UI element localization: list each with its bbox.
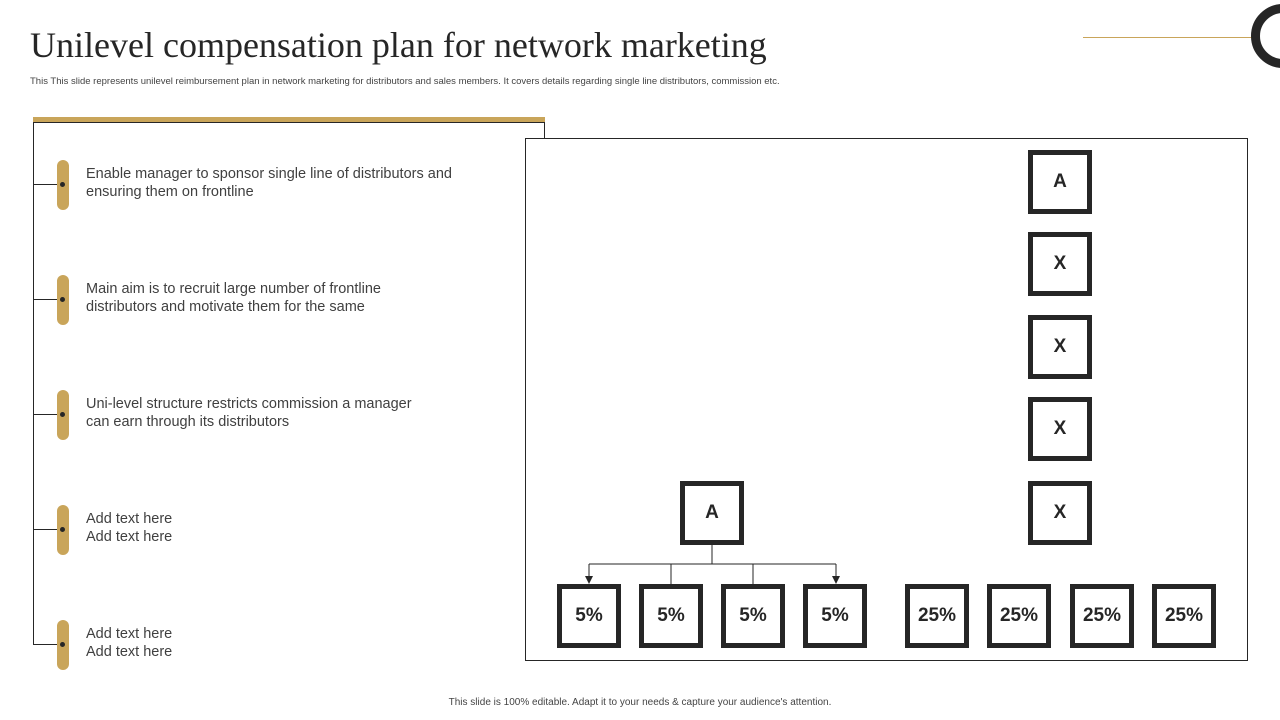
bullet-item: Uni-level structure restricts commission… <box>33 390 453 440</box>
diagram-frame <box>525 138 1248 661</box>
page-title: Unilevel compensation plan for network m… <box>30 25 767 65</box>
bullet-connector <box>33 184 63 185</box>
chain-percentage-node: 25% <box>987 584 1051 648</box>
bullet-dot <box>60 642 65 647</box>
left-panel-accent-bar <box>33 117 545 122</box>
chain-node: X <box>1028 397 1092 461</box>
bullet-dot <box>60 412 65 417</box>
bullet-item: Add text here Add text here <box>33 620 453 670</box>
chain-node: X <box>1028 315 1092 379</box>
bullet-connector <box>33 529 63 530</box>
left-panel-spine <box>33 122 34 645</box>
bullet-text: Enable manager to sponsor single line of… <box>86 166 452 200</box>
tree-child-node: 5% <box>803 584 867 648</box>
tree-child-node: 5% <box>639 584 703 648</box>
bullet-dot <box>60 527 65 532</box>
bullet-dot <box>60 182 65 187</box>
bullet-text: Main aim is to recruit large number of f… <box>86 281 381 315</box>
tree-child-node: 5% <box>557 584 621 648</box>
bullet-text: Uni-level structure restricts commission… <box>86 396 412 430</box>
bullet-item: Enable manager to sponsor single line of… <box>33 160 453 210</box>
chain-percentage-node: 25% <box>1152 584 1216 648</box>
bullet-text: Add text here Add text here <box>86 511 173 545</box>
bullet-connector <box>33 644 63 645</box>
left-panel-top-rule <box>33 122 544 123</box>
tree-child-node: 5% <box>721 584 785 648</box>
left-panel-right-tick <box>544 122 545 138</box>
bullet-text: Add text here Add text here <box>86 626 173 660</box>
page-subtitle: This This slide represents unilevel reim… <box>30 76 780 87</box>
bullet-connector <box>33 414 63 415</box>
footer-note: This slide is 100% editable. Adapt it to… <box>448 697 832 708</box>
tree-root-node: A <box>680 481 744 545</box>
chain-percentage-node: 25% <box>905 584 969 648</box>
chain-node: X <box>1028 232 1092 296</box>
chain-percentage-node: 25% <box>1070 584 1134 648</box>
chain-node: X <box>1028 481 1092 545</box>
bullet-item: Main aim is to recruit large number of f… <box>33 275 453 325</box>
decorative-line <box>1083 37 1253 38</box>
bullet-dot <box>60 297 65 302</box>
bullet-item: Add text here Add text here <box>33 505 453 555</box>
chain-node: A <box>1028 150 1092 214</box>
bullet-connector <box>33 299 63 300</box>
